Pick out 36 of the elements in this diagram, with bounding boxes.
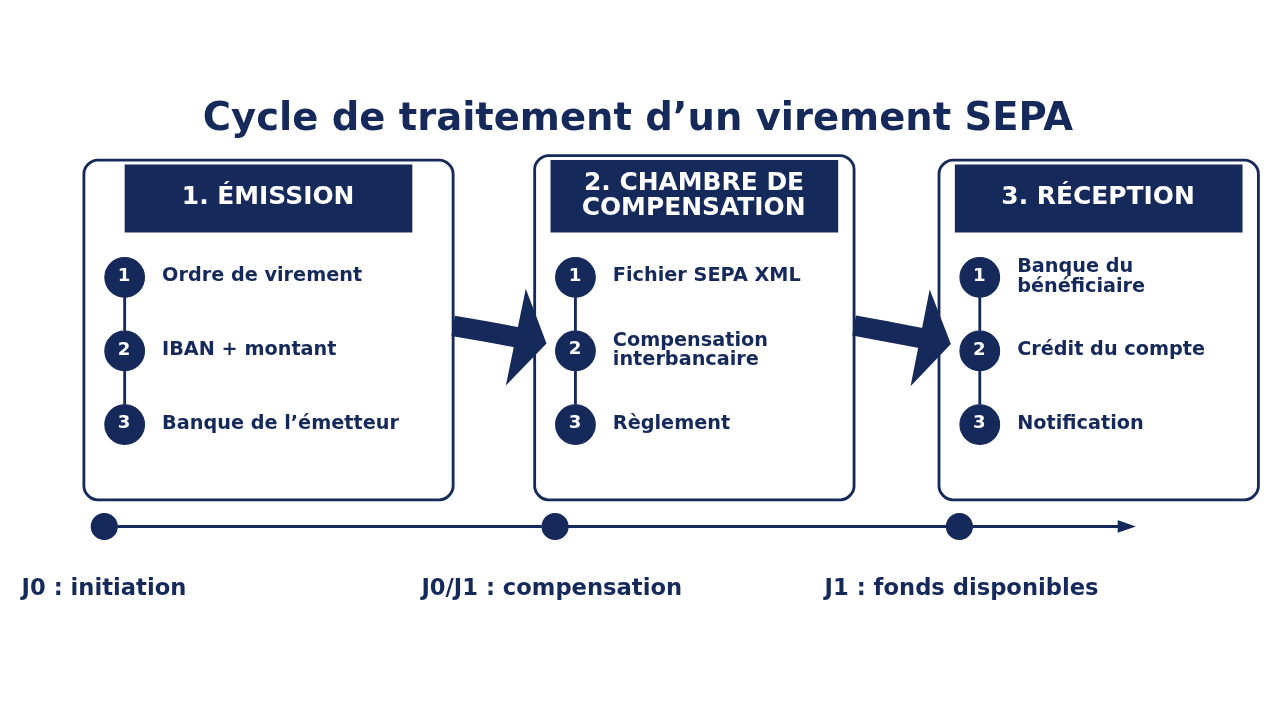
node-label: IBAN + montant: [162, 336, 337, 360]
node-circle: [541, 512, 569, 540]
connector: [574, 370, 577, 405]
node-circle: 1: [959, 256, 1001, 298]
connector: [978, 296, 982, 331]
node-circle: [945, 512, 973, 540]
connector: [574, 296, 577, 331]
node-circle: 2: [555, 330, 596, 371]
diagram-title: Cycle de traitement d’un virement SEPA: [202, 93, 1074, 139]
node-label: Ordre de virement: [162, 262, 363, 286]
node-label: Crédit du compte: [1017, 336, 1206, 360]
node-circle: 3: [555, 403, 596, 445]
node-circle: 2: [959, 330, 1001, 371]
connector: [117, 524, 542, 528]
node-label: J1 : fonds disponibles: [824, 573, 1099, 600]
connector: [568, 524, 946, 528]
node-label: Fichier SEPA XML: [612, 262, 801, 286]
connector: [123, 296, 127, 331]
node-label: Compensation interbancaire: [612, 327, 768, 370]
node-circle: 3: [959, 403, 1001, 445]
arrow: [972, 519, 1136, 533]
node-circle: [90, 512, 118, 540]
node-label: Notification: [1017, 410, 1144, 434]
node-label: Banque du bénéficiaire: [1017, 253, 1146, 297]
arrow: [852, 288, 951, 386]
node-circle: 3: [104, 403, 146, 445]
node-circle: 1: [555, 256, 596, 298]
node-label: J0/J1 : compensation: [421, 573, 683, 600]
node-label: J0 : initiation: [21, 573, 187, 600]
node-label: Banque de l’émetteur: [162, 410, 399, 434]
connector: [123, 370, 127, 405]
node-circle: 2: [104, 330, 146, 371]
connector: [978, 370, 982, 405]
node-circle: 1: [104, 256, 146, 298]
arrow: [451, 288, 547, 385]
node-label: Règlement: [612, 410, 731, 434]
